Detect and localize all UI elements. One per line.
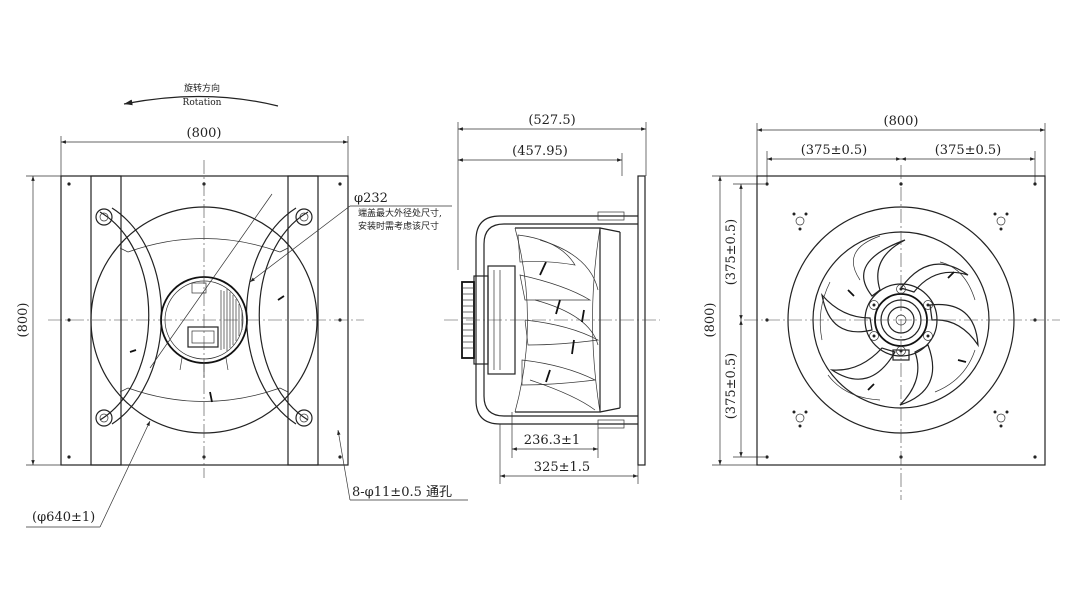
rear-height-label: (800) (703, 303, 718, 338)
rear-mount-holes (765, 182, 1037, 459)
rotation-label-en: Rotation (183, 98, 222, 108)
end-cap-diameter: φ232 (354, 191, 388, 206)
rear-width-label: (800) (884, 114, 919, 129)
rotation-label-cn: 旋转方向 (184, 82, 220, 94)
rotation-indicator: 旋转方向 Rotation (123, 82, 279, 108)
side-overall-depth-label: (527.5) (528, 113, 575, 128)
side-overall-depth-dimension: (527.5) (457, 113, 647, 270)
rear-half-width-dimensions: (375±0.5) (375±0.5) (766, 143, 1036, 184)
rear-half-height-dimensions: (375±0.5) (375±0.5) (724, 183, 765, 458)
impeller-diameter-label: (φ640±1) (32, 510, 95, 525)
front-view: (800) (800) (16, 126, 468, 528)
rear-corner-holes (792, 212, 1009, 428)
side-impeller-blades (517, 234, 600, 411)
rear-view: (800) (375±0.5) (375±0.5) (800) (375±0.5… (703, 114, 1060, 500)
rear-half-left-label: (375±0.5) (801, 143, 868, 158)
rear-half-bottom-label: (375±0.5) (724, 353, 739, 420)
end-cap-note-line-2: 安装时需考虑该尺寸 (358, 220, 439, 232)
front-frame (60, 175, 349, 466)
mount-holes-label: 8-φ11±0.5 通孔 (352, 485, 452, 500)
side-inner-dimension: 236.3±1 (511, 412, 599, 458)
rear-half-right-label: (375±0.5) (935, 143, 1002, 158)
side-flange (637, 175, 646, 466)
front-width-label: (800) (187, 126, 222, 141)
end-cap-note-line-1: 端盖最大外径处尺寸, (358, 207, 442, 219)
front-height-dimension: (800) (16, 175, 61, 466)
side-frame-dimension: 325±1.5 (499, 424, 639, 484)
side-inner-dim-label: 236.3±1 (524, 433, 580, 448)
side-body-depth-dimension: (457.95) (458, 144, 623, 176)
rear-width-dimension: (800) (756, 114, 1046, 176)
front-height-label: (800) (16, 303, 31, 338)
front-width-dimension: (800) (60, 126, 349, 176)
impeller-diameter-callout: (φ640±1) (26, 420, 151, 528)
mount-holes-callout: 8-φ11±0.5 通孔 (337, 429, 468, 501)
side-frame-dim-label: 325±1.5 (534, 460, 590, 475)
end-cap-callout: φ232 端盖最大外径处尺寸, 安装时需考虑该尺寸 (149, 191, 452, 369)
rear-impeller-blades (819, 235, 979, 406)
side-body-depth-label: (457.95) (512, 144, 568, 159)
rear-height-dimension: (800) (703, 175, 757, 466)
rear-half-top-label: (375±0.5) (724, 219, 739, 286)
side-view: (527.5) (457.95) (444, 113, 660, 484)
